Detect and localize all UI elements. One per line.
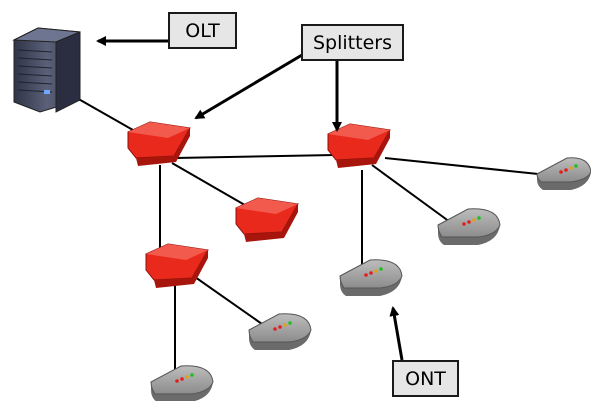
splitter-icon-2 [327,123,391,168]
link-splitter1-splitter4 [171,162,251,209]
ont-device-icon-4 [248,313,312,350]
arrow-icons [96,36,404,361]
olt-label: OLT [168,12,237,49]
ont-device-icon-3 [339,259,403,296]
ont-device-icon-2 [437,208,501,245]
splitter-icon-4 [235,197,299,242]
ont-device-icon-5 [150,365,214,401]
connection-lines [67,92,549,373]
link-splitter3-ont4 [184,269,263,325]
arrow-splitter-left [194,53,303,120]
link-splitter1-splitter2 [174,154,336,159]
link-splitter2-ont2 [371,164,451,223]
splitter-icon-1 [127,121,191,166]
link-splitter2-ont1 [384,157,549,176]
arrow-ont [389,306,404,361]
splitters-label: Splitters [301,24,404,61]
ont-label: ONT [392,360,459,397]
splitter-icon-3 [145,243,209,288]
ont-device-icon-1 [536,157,591,190]
olt-rack-icon [12,27,81,113]
